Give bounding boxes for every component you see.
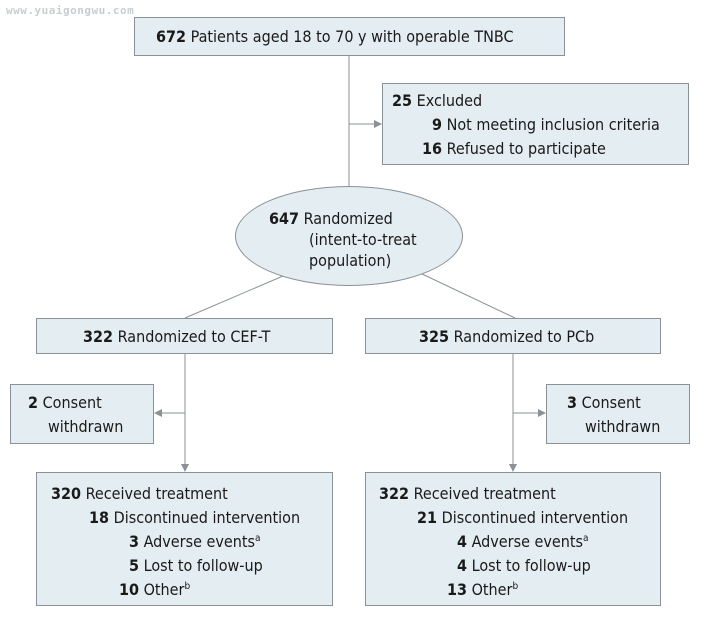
withdrawn-pcb-box: 3 Consent withdrawn <box>546 384 690 444</box>
reason-count: 13 <box>446 580 467 599</box>
arrowhead-withdrawn-cef <box>154 409 162 417</box>
reason-label: Lost to follow-up <box>471 556 591 575</box>
discontinued-count: 21 <box>417 508 438 527</box>
randomized-label: (intent-to-treat <box>309 230 417 249</box>
reason-label: Adverse events <box>471 532 583 551</box>
enrolled-count: 672 <box>156 27 187 46</box>
footnote-marker: a <box>583 533 589 544</box>
connector-randomized-to-arm-cef <box>184 272 291 319</box>
treated-count: 320 <box>51 484 82 503</box>
reason-label: Adverse events <box>143 532 255 551</box>
arrowhead-withdrawn-pcb <box>538 409 546 417</box>
enrolled-box: 672 Patients aged 18 to 70 y with operab… <box>134 17 565 56</box>
discontinued-label: Discontinued intervention <box>441 508 629 527</box>
withdrawn-label: Consent <box>581 393 641 412</box>
arrowhead-treated-cef <box>181 464 189 472</box>
excluded-label: Excluded <box>416 91 483 110</box>
randomized-label: Randomized <box>303 209 393 228</box>
excluded-item-label: Not meeting inclusion criteria <box>446 115 660 134</box>
arm-count: 325 <box>419 327 450 346</box>
excluded-item-count: 16 <box>422 139 443 158</box>
footnote-marker: b <box>512 581 519 592</box>
treated-count: 322 <box>379 484 410 503</box>
footnote-marker: b <box>184 581 191 592</box>
withdrawn-label: withdrawn <box>585 417 661 436</box>
withdrawn-label: Consent <box>42 393 102 412</box>
excluded-count: 25 <box>392 91 413 110</box>
reason-label: Other <box>471 580 513 599</box>
treatment-pcb-box: 322 Received treatment 21 Discontinued i… <box>365 472 661 606</box>
treated-label: Received treatment <box>413 484 556 503</box>
arm-label: Randomized to PCb <box>453 327 595 346</box>
withdrawn-count: 2 <box>28 393 39 412</box>
treatment-cef-box: 320 Received treatment 18 Discontinued i… <box>36 472 333 606</box>
reason-count: 4 <box>456 556 467 575</box>
reason-label: Lost to follow-up <box>143 556 263 575</box>
connector-randomized-to-arm-pcb <box>419 272 516 319</box>
randomized-label: population) <box>309 251 392 270</box>
withdrawn-label: withdrawn <box>48 417 124 436</box>
reason-count: 3 <box>128 532 139 551</box>
excluded-item-count: 9 <box>431 115 442 134</box>
footnote-marker: a <box>255 533 261 544</box>
watermark: www.yuaigongwu.com <box>6 4 135 17</box>
discontinued-label: Discontinued intervention <box>113 508 301 527</box>
arm-count: 322 <box>83 327 114 346</box>
randomized-count: 647 <box>269 209 300 228</box>
excluded-item-label: Refused to participate <box>446 139 606 158</box>
reason-count: 5 <box>128 556 139 575</box>
arm-label: Randomized to CEF-T <box>117 327 271 346</box>
excluded-box: 25 Excluded 9 Not meeting inclusion crit… <box>382 83 689 165</box>
treated-label: Received treatment <box>85 484 228 503</box>
arrowhead-excluded <box>374 120 382 128</box>
reason-count: 4 <box>456 532 467 551</box>
reason-count: 10 <box>118 580 139 599</box>
arrowhead-treated-pcb <box>509 464 517 472</box>
arm-cef-box: 322 Randomized to CEF-T <box>36 318 333 354</box>
randomized-ellipse: 647 Randomized (intent-to-treat populati… <box>235 186 463 286</box>
enrolled-label: Patients aged 18 to 70 y with operable T… <box>190 27 514 46</box>
discontinued-count: 18 <box>89 508 110 527</box>
reason-label: Other <box>143 580 185 599</box>
arm-pcb-box: 325 Randomized to PCb <box>365 318 661 354</box>
withdrawn-cef-box: 2 Consent withdrawn <box>10 384 154 444</box>
withdrawn-count: 3 <box>567 393 578 412</box>
